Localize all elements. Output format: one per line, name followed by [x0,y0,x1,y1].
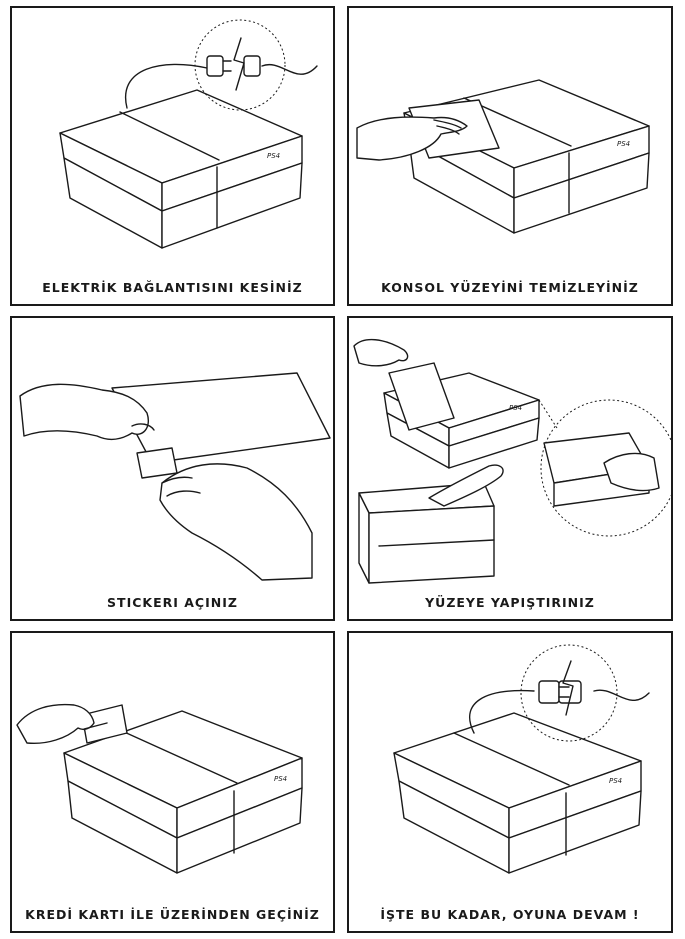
step-1-panel: PS4 ELEKTRİK BAĞLANTISINI KESİNİZ [10,6,335,306]
step-2-caption: KONSOL YÜZEYİNİ TEMİZLEYİNİZ [381,280,639,295]
plug-connected-icon [538,660,582,716]
console-logo: PS4 [274,775,287,783]
hand-wiping-icon [356,99,500,161]
console: PS4 [63,710,303,874]
console: PS4 [393,712,642,874]
done-illustration: PS4 [393,644,650,874]
console: PS4 [59,89,303,249]
console: PS4 [383,362,540,469]
zoom-circle [520,644,618,742]
step-1-caption: ELEKTRİK BAĞLANTISINI KESİNİZ [42,280,303,295]
peel-illustration [19,372,331,581]
step-6-panel: PS4 İŞTE BU KADAR, OYUNA DEVAM ! [347,631,673,933]
step-4-caption: YÜZEYE YAPIŞTIRINIZ [425,595,595,610]
step-2-panel: PS4 KONSOL YÜZEYİNİ TEMİZLEYİNİZ [347,6,673,306]
card-illustration: PS4 [16,703,303,874]
zoom-circle [194,19,286,111]
step-4-panel: PS4 YÜZEYE YAPIŞTIRINIZ [347,316,673,621]
zoom-circle [540,399,671,537]
step-3-panel: STICKERI AÇINIZ [10,316,335,621]
clean-illustration: PS4 [356,79,650,234]
credit-card-icon [16,703,128,745]
plug-disconnected-icon [206,37,261,91]
hand-holding-sticker [353,339,409,367]
unplug-illustration: PS4 [59,19,318,249]
console-rear [358,482,495,584]
step-3-caption: STICKERI AÇINIZ [107,595,238,610]
step-5-caption: KREDİ KARTI İLE ÜZERİNDEN GEÇİNİZ [25,907,320,922]
apply-illustration: PS4 [353,339,671,584]
sticker-sheet [111,372,331,479]
hands-peeling-icon [19,383,313,581]
console-logo: PS4 [267,152,280,160]
console-logo: PS4 [609,777,622,785]
step-6-caption: İŞTE BU KADAR, OYUNA DEVAM ! [380,907,640,922]
console-logo: PS4 [509,404,522,412]
console-logo: PS4 [617,140,630,148]
step-5-panel: PS4 KREDİ KARTI İLE ÜZERİNDEN GEÇİNİZ [10,631,335,933]
hand-applying-sticker-icon [543,432,660,507]
